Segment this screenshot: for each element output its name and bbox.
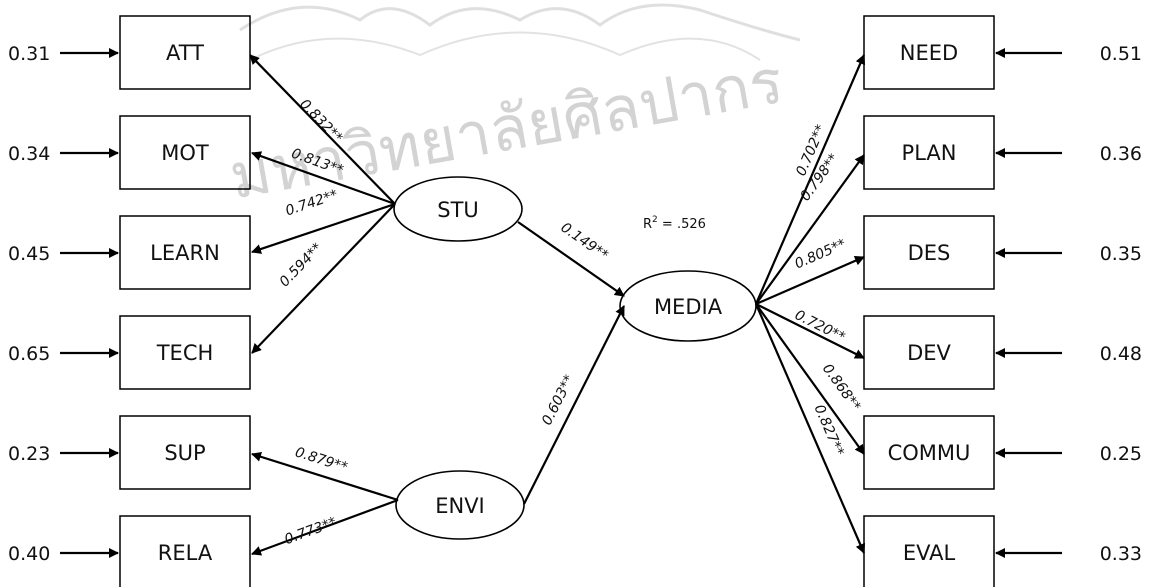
indicator-box-mot bbox=[119, 115, 251, 190]
latent-label-stu: STU bbox=[437, 198, 479, 222]
indicator-label-plan: PLAN bbox=[902, 141, 957, 165]
left-error-terms: 0.31 0.34 0.45 0.65 0.23 0.40 bbox=[8, 43, 119, 565]
error-value-mot: 0.34 bbox=[8, 143, 50, 165]
loading-value-sup: 0.879** bbox=[293, 444, 349, 476]
latent-label-media: MEDIA bbox=[654, 295, 723, 319]
indicator-box-rela bbox=[119, 515, 251, 587]
indicator-label-learn: LEARN bbox=[150, 241, 220, 265]
loading-value-rela: 0.773** bbox=[282, 514, 338, 548]
path-arrow-stu-media bbox=[517, 221, 625, 297]
loading-arrow-des bbox=[755, 255, 865, 306]
r-squared-label: R2 = .526 bbox=[643, 215, 706, 232]
latent-label-envi: ENVI bbox=[435, 494, 485, 518]
error-value-des: 0.35 bbox=[1100, 243, 1142, 265]
error-value-dev: 0.48 bbox=[1100, 343, 1142, 365]
latent-ellipse-stu bbox=[393, 176, 523, 242]
error-value-commu: 0.25 bbox=[1100, 443, 1142, 465]
error-value-tech: 0.65 bbox=[8, 343, 50, 365]
path-arrow-envi-media bbox=[523, 305, 625, 505]
indicator-label-commu: COMMU bbox=[888, 441, 971, 465]
indicator-label-eval: EVAL bbox=[903, 541, 956, 565]
path-value-stu-media: 0.149** bbox=[558, 220, 612, 264]
indicator-label-att: ATT bbox=[166, 41, 204, 65]
error-value-plan: 0.36 bbox=[1100, 143, 1142, 165]
loading-arrow-eval bbox=[754, 303, 866, 554]
indicator-box-sup bbox=[119, 415, 251, 490]
loading-arrow-commu bbox=[755, 303, 865, 455]
indicator-label-sup: SUP bbox=[164, 441, 205, 465]
latent-ellipse-envi bbox=[395, 470, 525, 540]
loading-arrow-mot bbox=[251, 151, 396, 206]
path-arrows bbox=[249, 54, 866, 556]
indicator-label-dev: DEV bbox=[907, 341, 951, 365]
indicator-box-des bbox=[863, 215, 995, 290]
loading-arrow-learn bbox=[251, 202, 396, 254]
indicator-box-plan bbox=[863, 115, 995, 190]
indicator-label-rela: RELA bbox=[158, 541, 213, 565]
indicator-box-need bbox=[863, 15, 995, 90]
error-value-learn: 0.45 bbox=[8, 243, 50, 265]
indicator-label-mot: MOT bbox=[161, 141, 209, 165]
indicator-label-need: NEED bbox=[900, 41, 958, 65]
loading-value-eval: 0.827** bbox=[811, 402, 847, 458]
latent-variables: STU ENVI MEDIA bbox=[393, 176, 757, 540]
loading-arrow-rela bbox=[251, 498, 399, 556]
indicator-label-des: DES bbox=[908, 241, 951, 265]
right-indicators: NEED PLAN DES DEV COMMU EVAL bbox=[863, 15, 995, 587]
error-value-att: 0.31 bbox=[8, 43, 50, 65]
indicator-box-tech bbox=[119, 315, 251, 390]
error-value-sup: 0.23 bbox=[8, 443, 50, 465]
error-value-rela: 0.40 bbox=[8, 543, 50, 565]
error-value-eval: 0.33 bbox=[1100, 543, 1142, 565]
loading-arrow-att bbox=[249, 54, 396, 205]
loading-arrow-sup bbox=[251, 451, 399, 502]
left-indicators: ATT MOT LEARN TECH SUP RELA bbox=[119, 15, 251, 587]
loading-arrow-plan bbox=[755, 154, 865, 305]
indicator-box-learn bbox=[119, 215, 251, 290]
path-value-envi-media: 0.603** bbox=[539, 372, 578, 427]
error-value-need: 0.51 bbox=[1100, 43, 1142, 65]
right-error-terms: 0.51 0.36 0.35 0.48 0.25 0.33 bbox=[995, 43, 1142, 565]
loading-arrow-tech bbox=[251, 203, 396, 354]
indicator-label-tech: TECH bbox=[156, 341, 214, 365]
indicator-box-att bbox=[119, 15, 251, 90]
loading-arrow-dev bbox=[755, 303, 865, 359]
loading-arrow-need bbox=[754, 54, 866, 305]
